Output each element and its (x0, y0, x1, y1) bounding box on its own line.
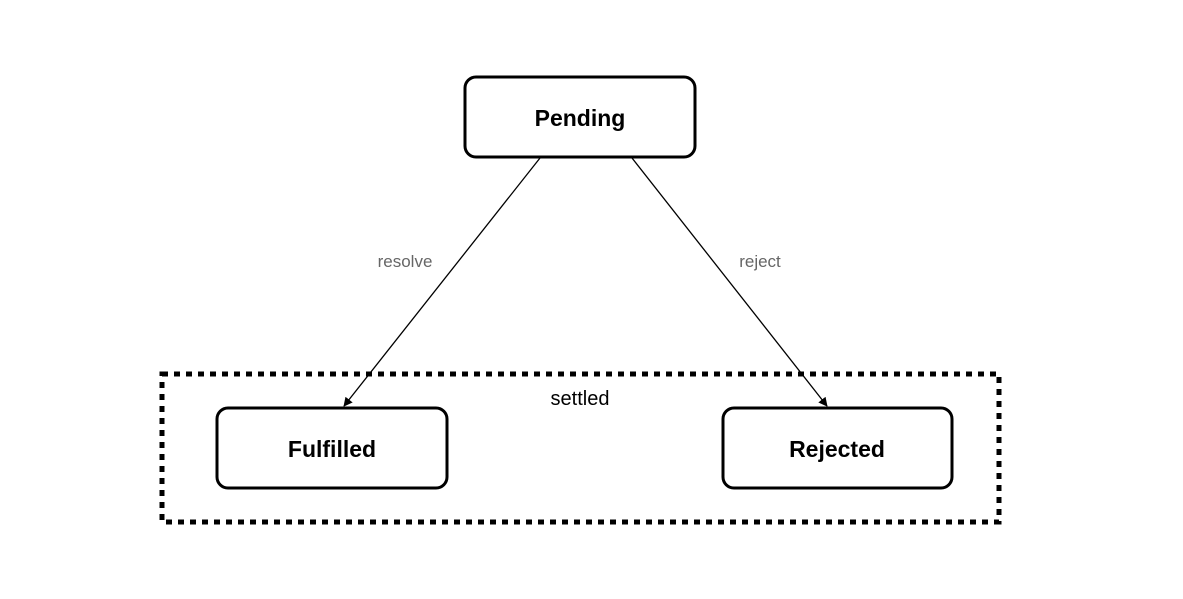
settled-group: settled (159, 371, 1002, 525)
fulfilled-box (215, 406, 449, 490)
settled-group-label: settled (551, 388, 610, 410)
pending-box (463, 75, 697, 159)
pending-label: Pending (535, 105, 626, 131)
edge-reject: reject (631, 157, 828, 407)
reject-arrow (631, 157, 828, 407)
settled-group-border (159, 371, 1002, 525)
resolve-arrow (343, 157, 541, 407)
node-rejected: Rejected (721, 406, 954, 490)
node-pending: Pending (463, 75, 697, 159)
rejected-label: Rejected (789, 436, 885, 462)
reject-label: reject (739, 252, 781, 271)
resolve-label: resolve (378, 252, 433, 271)
edge-resolve: resolve (343, 157, 541, 407)
rejected-box (721, 406, 954, 490)
fulfilled-label: Fulfilled (288, 436, 376, 462)
node-fulfilled: Fulfilled (215, 406, 449, 490)
